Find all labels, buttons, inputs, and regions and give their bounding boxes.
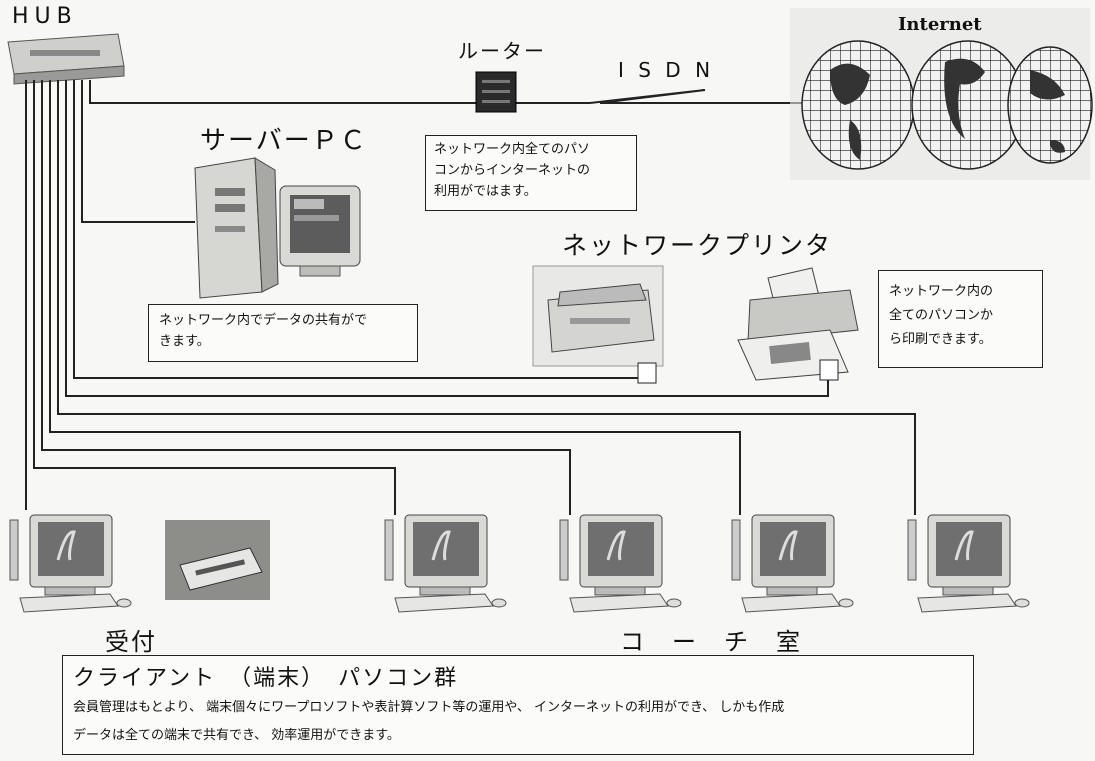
router-note-line: コンからインターネットの xyxy=(434,163,591,178)
hub-icon xyxy=(7,33,125,85)
reception-printer-icon xyxy=(165,520,270,600)
router-note: ネットワーク内全てのパソ コンからインターネットの 利用がではます。 xyxy=(425,135,637,211)
hub-label: HUB xyxy=(12,4,78,29)
laser-printer-icon xyxy=(532,265,664,367)
coach-pc-icon xyxy=(907,514,1030,613)
coach-pc-icon xyxy=(731,514,854,613)
router-note-line: ネットワーク内全てのパソ xyxy=(434,142,591,157)
inkjet-printer-icon xyxy=(737,267,859,381)
server-pc-icon xyxy=(194,157,361,299)
coach-pc-icon xyxy=(384,514,507,613)
server-note-line: きます。 xyxy=(159,334,210,349)
internet-label: Internet xyxy=(898,14,982,35)
client-group-description: データは全ての端末で共有でき、 効率運用ができます。 xyxy=(73,728,400,743)
network-cables xyxy=(25,80,916,515)
router-label: ルーター xyxy=(458,39,546,63)
isdn-label: I S D N xyxy=(618,58,715,82)
server-note-line: ネットワーク内でデータの共有がで xyxy=(159,313,368,328)
client-group-description: 会員管理はもとより、 端末個々にワープロソフトや表計算ソフト等の運用や、 インタ… xyxy=(73,700,785,715)
printer-port-icon xyxy=(819,359,839,381)
router-note-line: 利用がではます。 xyxy=(434,184,537,199)
printer-note-line: ら印刷できます。 xyxy=(889,332,992,347)
network-printer-label: ネットワークプリンタ xyxy=(562,231,833,260)
printer-note-line: 全てのパソコンか xyxy=(889,308,994,323)
reception-pc-icon xyxy=(9,514,132,613)
server-note: ネットワーク内でデータの共有がで きます。 xyxy=(148,304,418,362)
printer-note: ネットワーク内の 全てのパソコンか ら印刷できます。 xyxy=(878,270,1043,368)
server-pc-label: サーバーＰＣ xyxy=(200,126,368,156)
printer-note-line: ネットワーク内の xyxy=(889,284,994,299)
client-group-box: クライアント （端末） パソコン群 会員管理はもとより、 端末個々にワープロソフ… xyxy=(62,655,974,755)
router-icon xyxy=(475,71,517,113)
coach-pc-icon xyxy=(559,514,682,613)
coach-room-label: コ ー チ 室 xyxy=(620,628,802,656)
client-group-title: クライアント （端末） パソコン群 xyxy=(73,666,459,691)
printer-port-icon xyxy=(637,362,657,384)
reception-label: 受付 xyxy=(105,628,157,656)
internet-globe-icon xyxy=(790,8,1093,180)
